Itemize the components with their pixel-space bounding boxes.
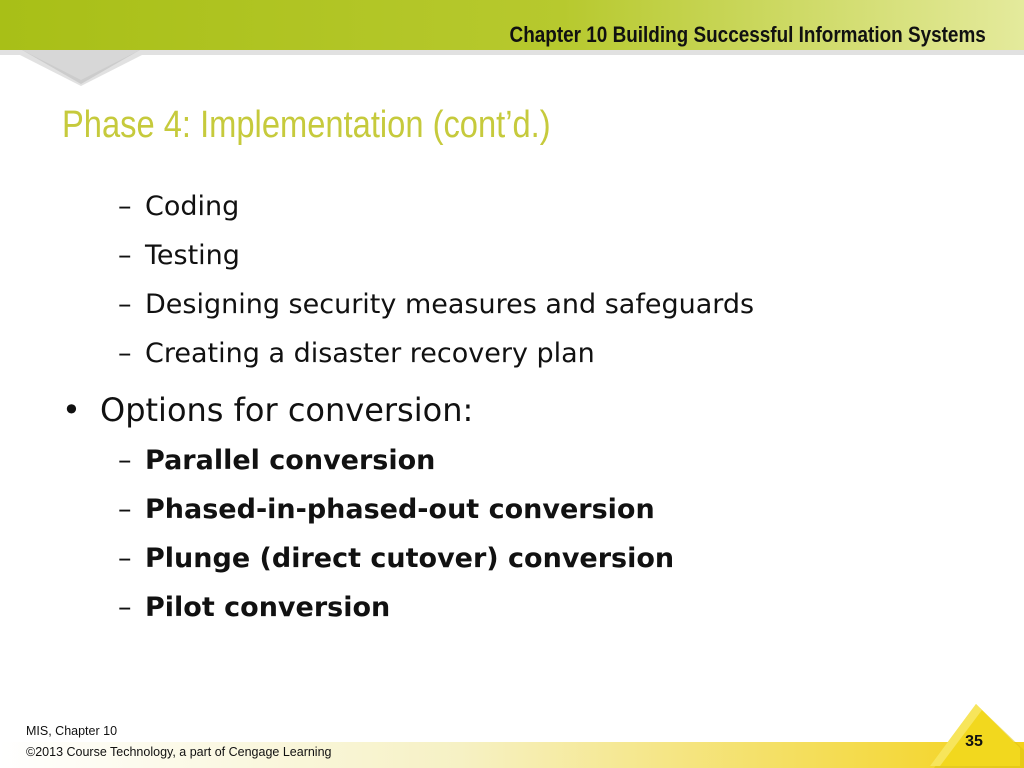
footer-copyright: ©2013 Course Technology, a part of Cenga…	[26, 745, 332, 759]
list-item: –Coding	[118, 190, 239, 224]
list-item: –Testing	[118, 239, 240, 273]
list-item-text: Coding	[145, 191, 240, 222]
dash-marker: –	[118, 494, 132, 525]
list-item: –Pilot conversion	[118, 591, 390, 625]
chapter-header-title: Chapter 10 Building Successful Informati…	[509, 22, 986, 47]
list-item-text: Designing security measures and safeguar…	[145, 289, 755, 320]
bullet-item-text: Options for conversion:	[100, 391, 474, 429]
list-item: –Creating a disaster recovery plan	[118, 337, 595, 371]
slide-title: Phase 4: Implementation (cont’d.)	[62, 104, 551, 146]
dash-marker: –	[118, 338, 132, 369]
dash-marker: –	[118, 445, 132, 476]
list-item-text: Parallel conversion	[145, 445, 436, 476]
page-number-tab	[930, 704, 1024, 768]
footer-course: MIS, Chapter 10	[26, 724, 118, 738]
list-item-text: Phased-in-phased-out conversion	[145, 494, 655, 525]
dash-marker: –	[118, 191, 132, 222]
list-item: –Parallel conversion	[118, 444, 435, 478]
list-item: –Phased-in-phased-out conversion	[118, 493, 655, 527]
bullet-marker: •	[62, 391, 81, 429]
list-item-text: Creating a disaster recovery plan	[145, 338, 595, 369]
list-item: –Plunge (direct cutover) conversion	[118, 542, 674, 576]
dash-marker: –	[118, 543, 132, 574]
footer-band	[0, 742, 1024, 768]
header-band	[0, 0, 1024, 86]
page-number: 35	[965, 733, 983, 750]
list-item-text: Plunge (direct cutover) conversion	[145, 543, 675, 574]
dash-marker: –	[118, 592, 132, 623]
list-item-text: Testing	[145, 240, 240, 271]
bullet-item: • Options for conversion:	[62, 390, 473, 430]
dash-marker: –	[118, 289, 132, 320]
list-item-text: Pilot conversion	[145, 592, 391, 623]
list-item: –Designing security measures and safegua…	[118, 288, 754, 322]
dash-marker: –	[118, 240, 132, 271]
